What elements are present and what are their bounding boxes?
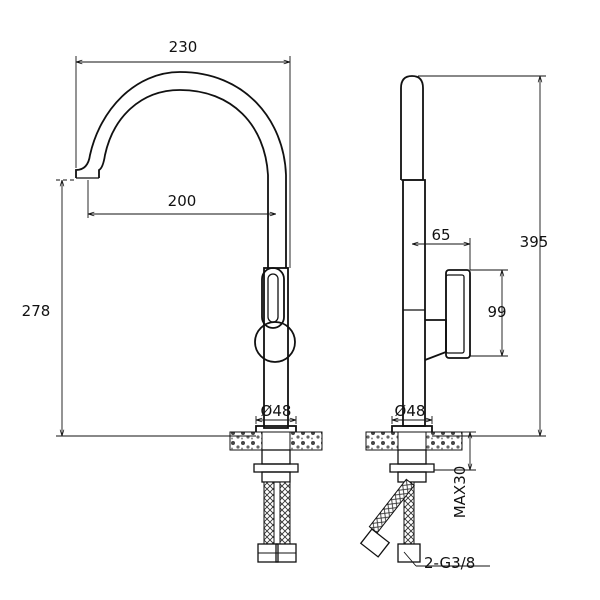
dim-spout-reach-total: 230	[75, 38, 291, 268]
side-hose-nut-angled	[359, 528, 391, 558]
front-view: 230 200 278 Ø48	[22, 38, 323, 563]
front-lever-handle	[261, 267, 285, 329]
side-mounting-shank	[397, 449, 427, 465]
dim-label: 65	[431, 226, 450, 244]
dim-side-base-diameter: Ø48	[391, 402, 433, 424]
front-mounting-shank	[261, 449, 291, 465]
dim-handle-height: 99	[470, 269, 508, 357]
dim-max-deck-thickness: MAX30	[434, 431, 476, 519]
side-hose-nut-straight	[397, 543, 421, 563]
dim-label: Ø48	[395, 402, 426, 420]
dim-label: MAX30	[451, 466, 469, 519]
callout-label: 2-G3/8	[424, 554, 475, 572]
side-body	[402, 179, 426, 427]
dim-label: 395	[520, 233, 549, 251]
callout-hose-connection: 2-G3/8	[403, 551, 490, 572]
dim-overall-height: 395	[418, 75, 549, 437]
dim-label: 200	[168, 192, 197, 210]
front-spout-inner	[98, 89, 269, 268]
dim-spout-height: 278	[22, 179, 256, 437]
dim-front-base-diameter: Ø48	[255, 402, 297, 424]
dim-handle-offset: 65	[412, 226, 471, 270]
front-spout-outer	[75, 71, 287, 268]
dim-spout-reach: 200	[87, 180, 276, 218]
dim-label: 230	[169, 38, 198, 56]
front-hose-right	[279, 481, 291, 545]
side-view: 395 65 99 Ø48 MAX30	[359, 75, 549, 572]
front-cartridge-knob	[254, 321, 296, 363]
front-hose-left	[263, 481, 275, 545]
side-spout	[400, 75, 424, 180]
dim-label: 278	[22, 302, 51, 320]
dim-label: 99	[487, 303, 506, 321]
side-handle	[424, 319, 447, 361]
dim-label: Ø48	[261, 402, 292, 420]
side-handle-cap	[445, 269, 471, 359]
